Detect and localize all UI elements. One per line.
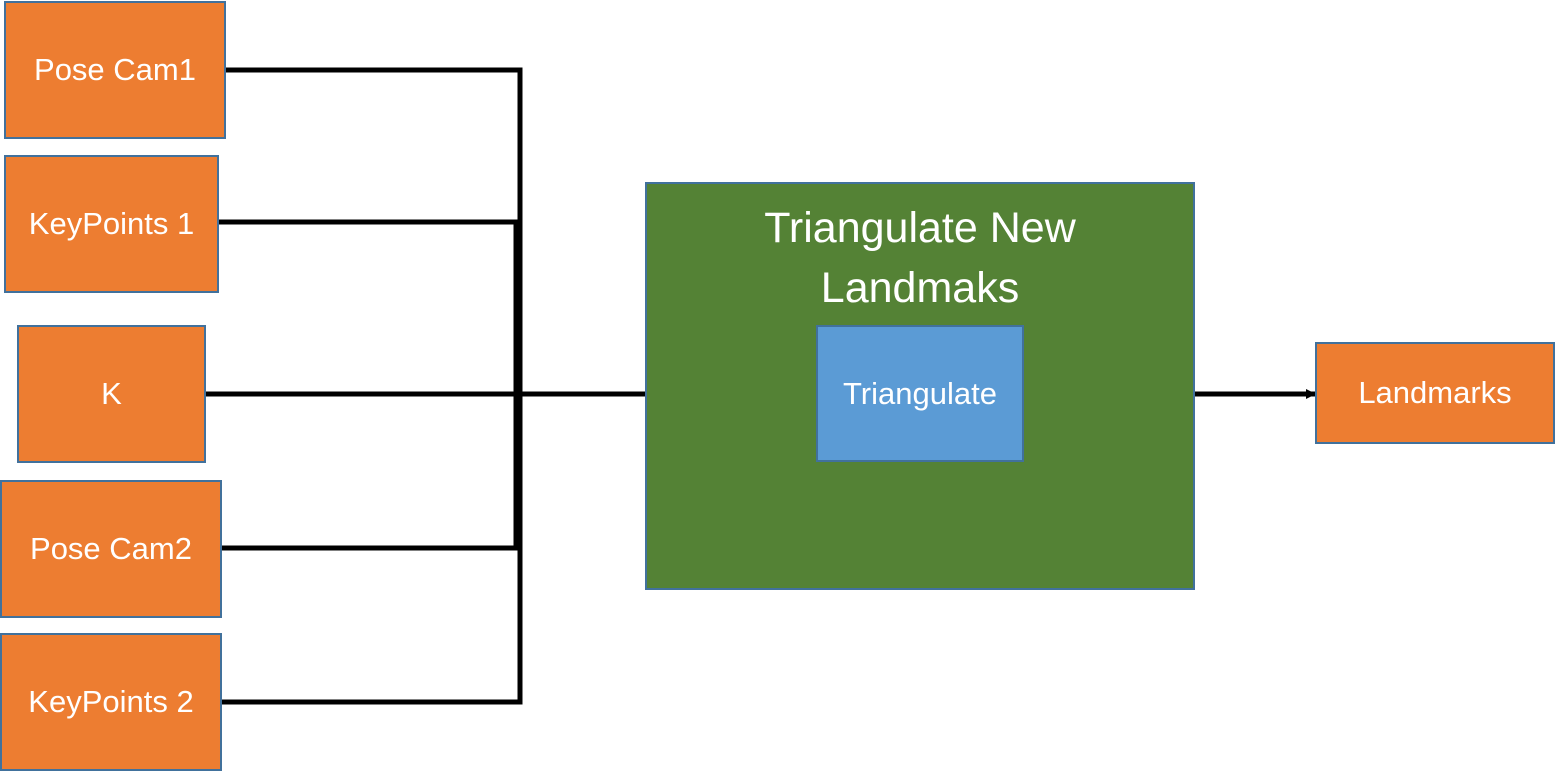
input-keypoints1: KeyPoints 1 — [4, 155, 219, 293]
input-pose-cam2: Pose Cam2 — [0, 480, 222, 618]
input-keypoints2-label: KeyPoints 2 — [28, 684, 194, 719]
output-landmarks-label: Landmarks — [1358, 375, 1512, 410]
triangulate-group: Triangulate New Landmaks — [645, 182, 1195, 590]
input-pose-cam1: Pose Cam1 — [4, 1, 226, 139]
wire-keypoints2 — [222, 395, 523, 705]
output-landmarks: Landmarks — [1315, 342, 1555, 444]
wire-keypoints1 — [219, 219, 519, 395]
input-keypoints1-label: KeyPoints 1 — [28, 206, 195, 241]
input-keypoints2: KeyPoints 2 — [0, 633, 222, 771]
group-title: Triangulate New Landmaks — [764, 204, 1076, 312]
wire-pose-cam2 — [222, 395, 519, 551]
triangulate-process: Triangulate — [816, 325, 1024, 462]
input-pose-cam2-label: Pose Cam2 — [30, 531, 192, 566]
triangulate-process-label: Triangulate — [843, 375, 997, 411]
input-k: K — [17, 325, 206, 463]
input-k-label: K — [101, 376, 122, 411]
wire-pose-cam1 — [226, 67, 523, 395]
input-pose-cam1-label: Pose Cam1 — [34, 52, 196, 87]
